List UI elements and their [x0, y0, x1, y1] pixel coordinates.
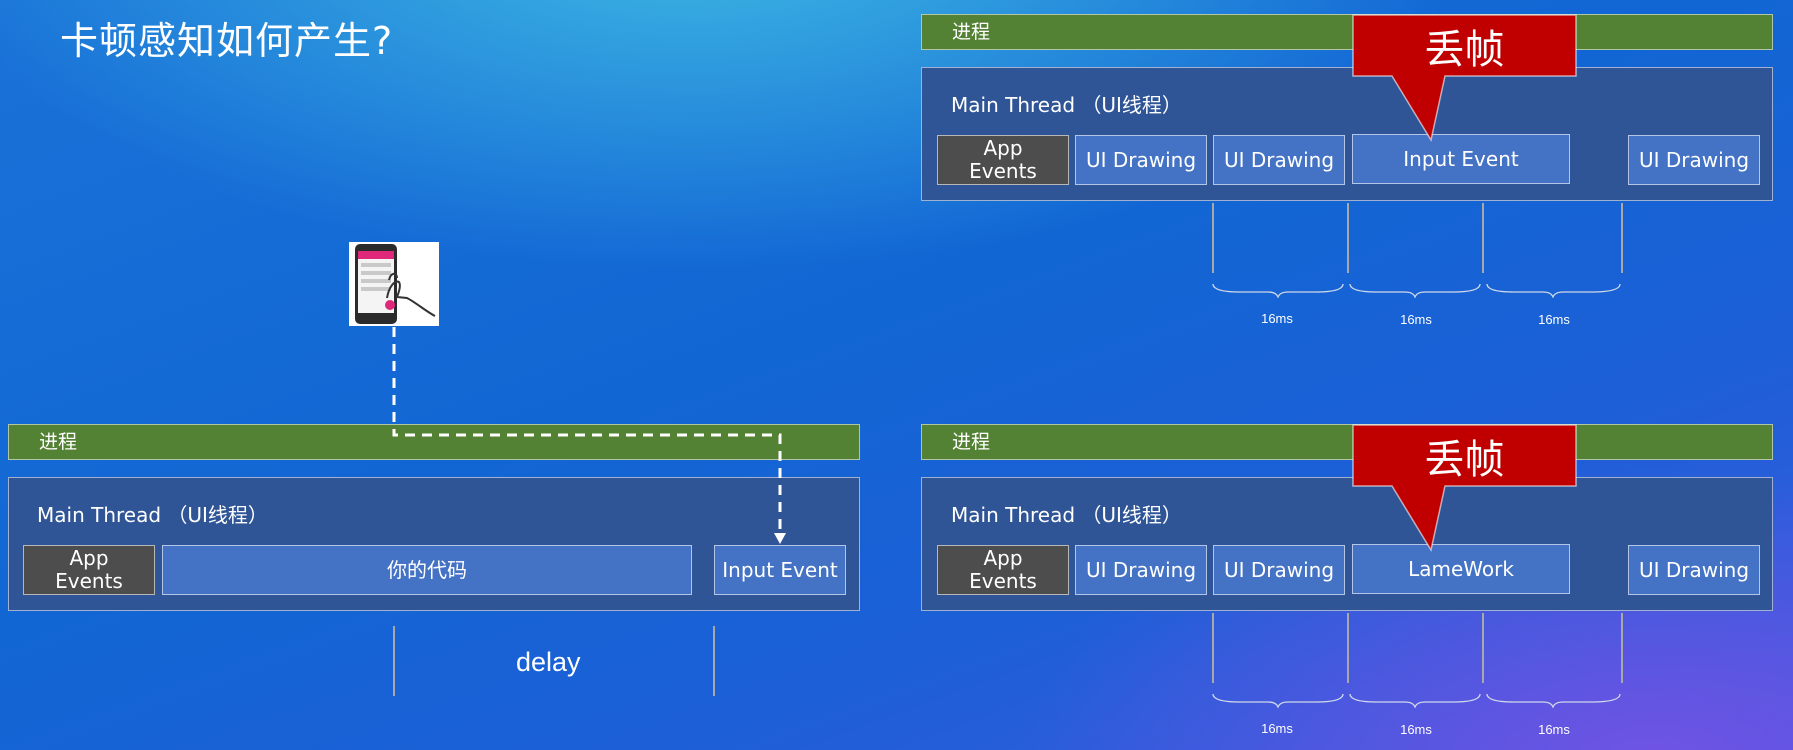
input-event-block: Input Event — [1352, 134, 1570, 184]
main-thread-label: Main Thread （UI线程） — [951, 93, 1182, 117]
your-code-block: 你的代码 — [162, 545, 692, 595]
frame-braces — [1212, 693, 1621, 708]
frame-duration-label: 16ms — [1538, 722, 1570, 737]
frame-boundary — [1621, 613, 1623, 683]
lame-work-block: LameWork — [1352, 544, 1570, 594]
main-thread-label: Main Thread （UI线程） — [37, 503, 268, 527]
frame-drop-callout: 丢帧 — [1352, 14, 1577, 142]
delay-marker-left — [393, 626, 395, 696]
process-bar: 进程 — [921, 424, 1773, 460]
ui-drawing-block: UI Drawing — [1075, 545, 1207, 595]
frame-duration-label: 16ms — [1261, 311, 1293, 326]
frame-duration-label: 16ms — [1400, 722, 1432, 737]
ui-drawing-block: UI Drawing — [1075, 135, 1207, 185]
process-bar: 进程 — [8, 424, 860, 460]
app-events-block: App Events — [937, 135, 1069, 185]
app-events-block: App Events — [23, 545, 155, 595]
delay-marker-right — [713, 626, 715, 696]
frame-drop-callout: 丢帧 — [1352, 424, 1577, 552]
frame-boundary — [1347, 203, 1349, 273]
ui-drawing-block: UI Drawing — [1213, 545, 1345, 595]
slide-title: 卡顿感知如何产生? — [60, 19, 394, 63]
frame-boundary — [1482, 203, 1484, 273]
frame-boundary — [1212, 203, 1214, 273]
frame-boundary — [1482, 613, 1484, 683]
frame-duration-label: 16ms — [1261, 721, 1293, 736]
ui-drawing-block: UI Drawing — [1213, 135, 1345, 185]
frame-duration-label: 16ms — [1538, 312, 1570, 327]
phone-touch-icon — [349, 242, 439, 326]
frame-boundary — [1212, 613, 1214, 683]
frame-braces — [1212, 283, 1621, 298]
main-thread-label: Main Thread （UI线程） — [951, 503, 1182, 527]
process-bar: 进程 — [921, 14, 1773, 50]
frame-drop-label: 丢帧 — [1424, 437, 1505, 483]
app-events-block: App Events — [937, 545, 1069, 595]
frame-boundary — [1621, 203, 1623, 273]
delay-label: delay — [516, 647, 581, 677]
frame-drop-label: 丢帧 — [1424, 27, 1505, 73]
frame-boundary — [1347, 613, 1349, 683]
ui-drawing-block: UI Drawing — [1628, 545, 1760, 595]
ui-drawing-block: UI Drawing — [1628, 135, 1760, 185]
input-event-block: Input Event — [714, 545, 846, 595]
frame-duration-label: 16ms — [1400, 312, 1432, 327]
